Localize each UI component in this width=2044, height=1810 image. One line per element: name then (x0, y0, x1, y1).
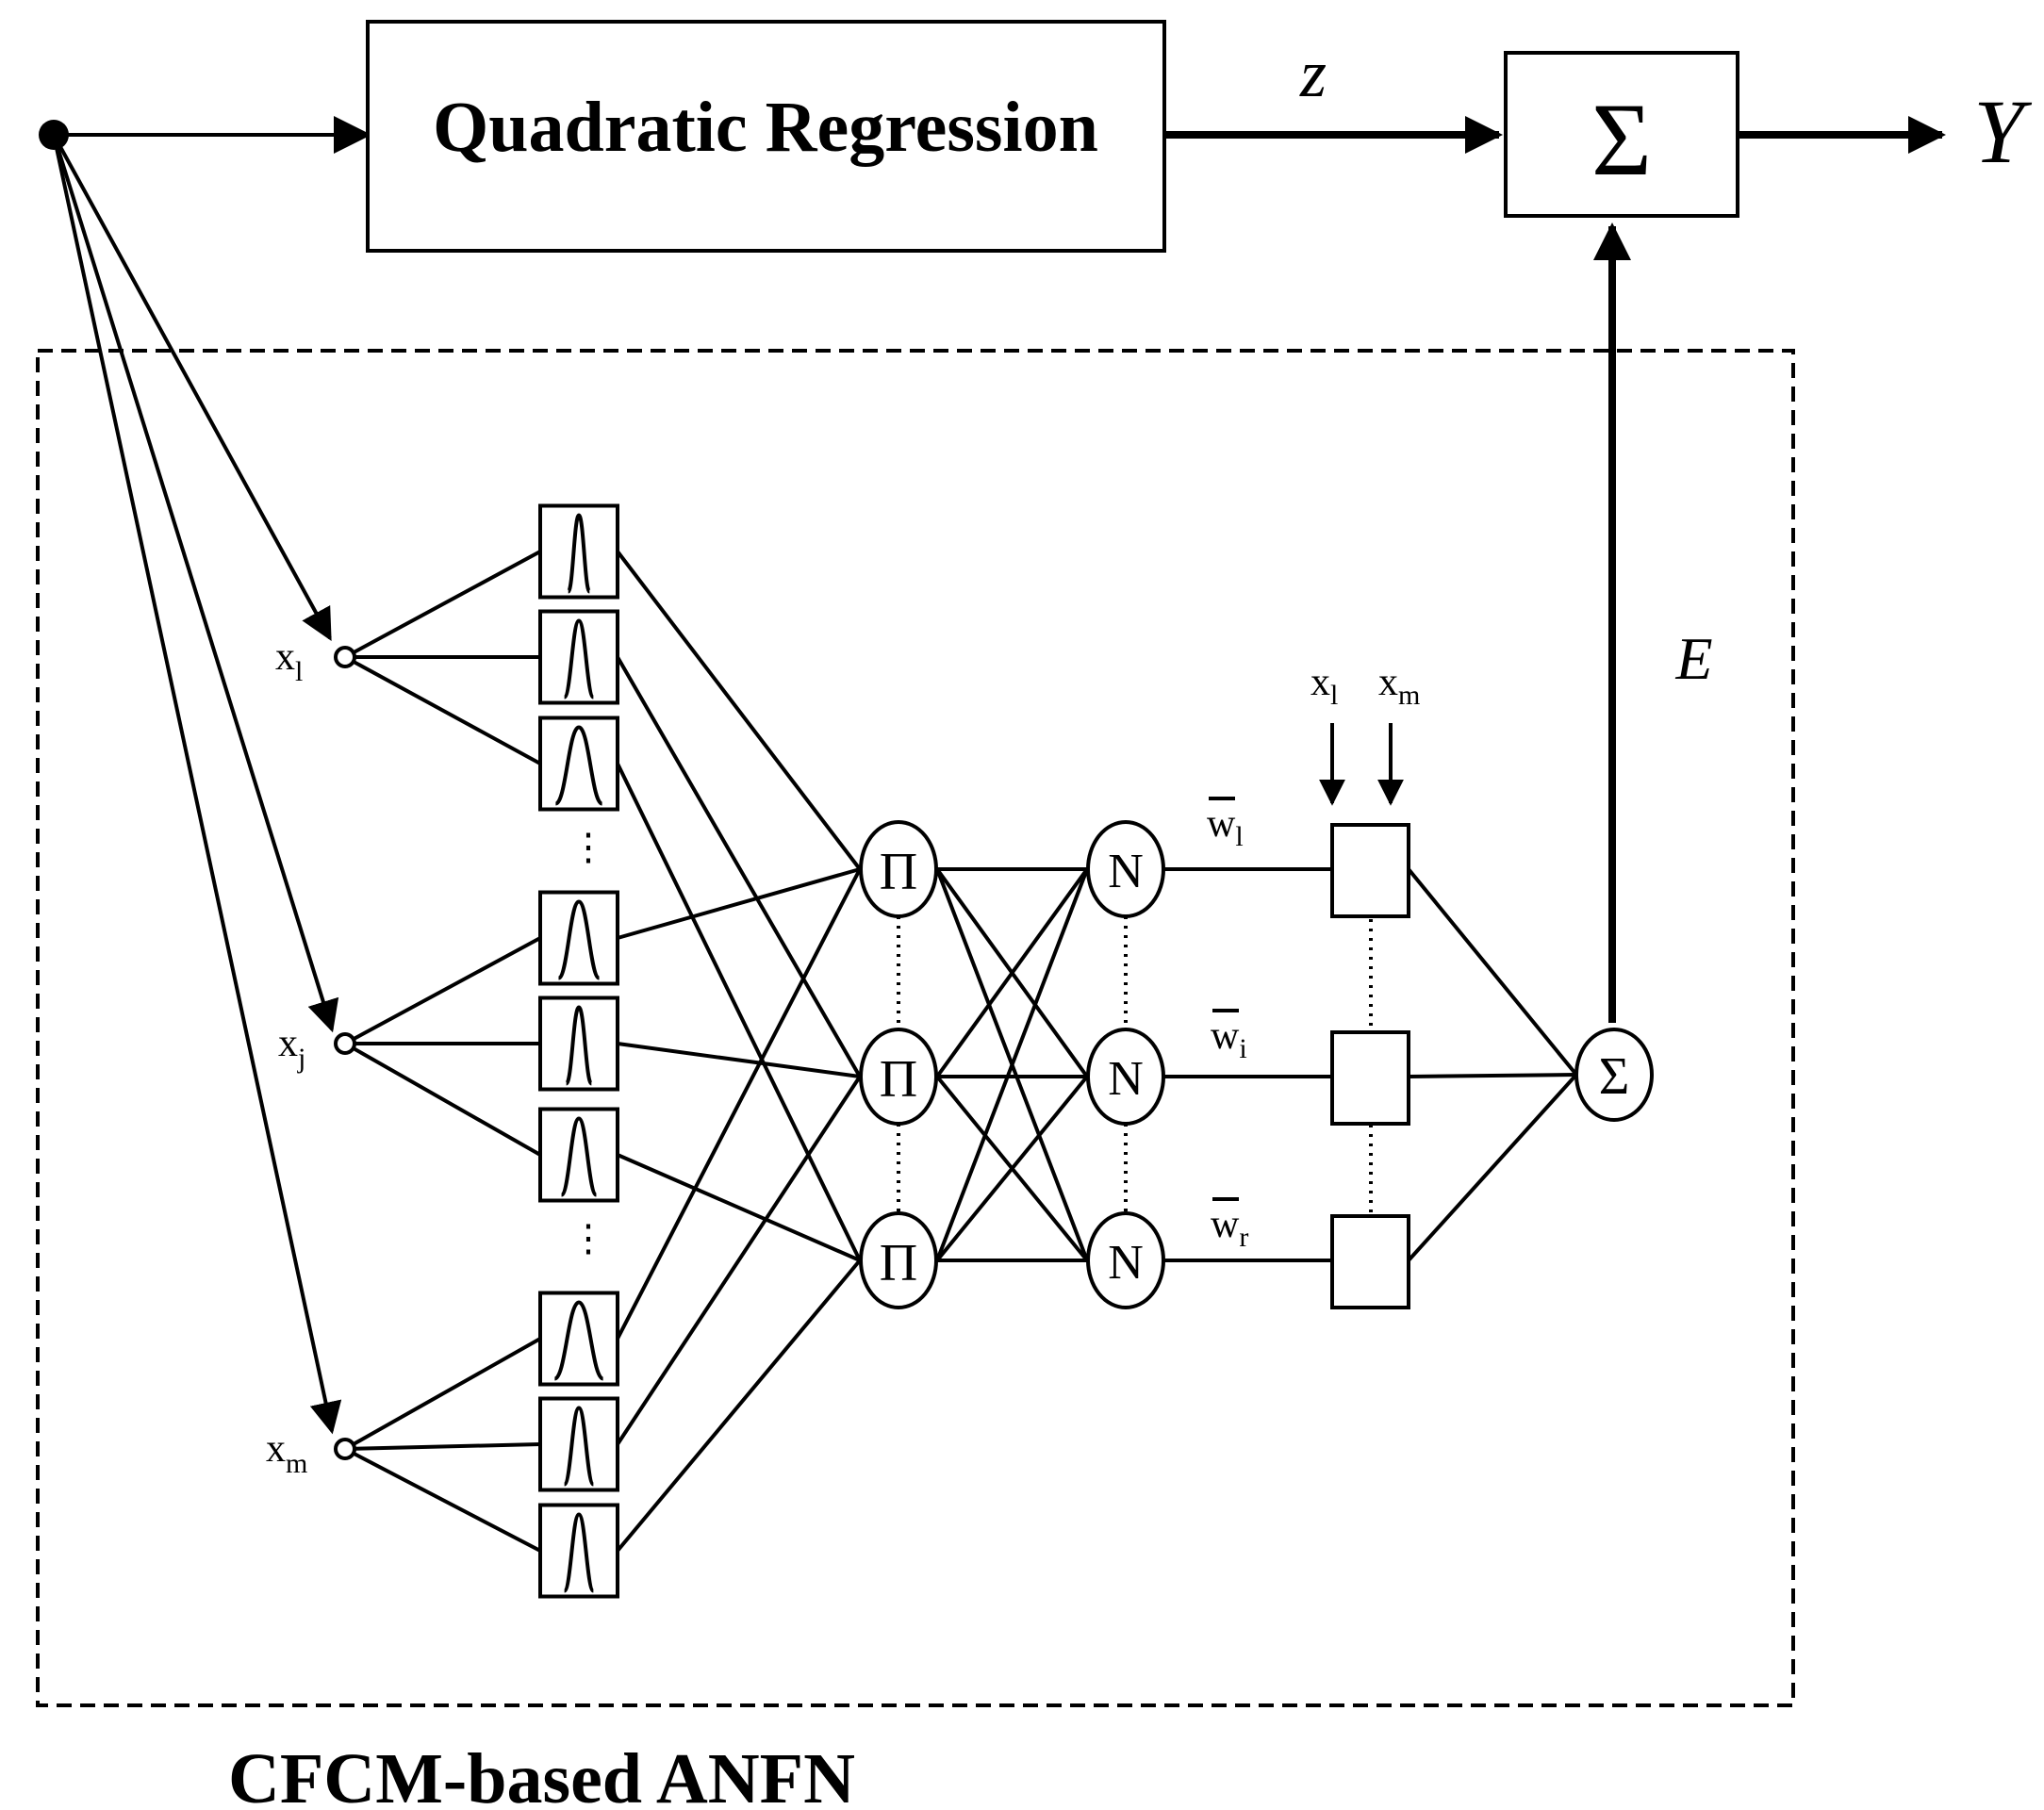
svg-text:wr: wr (1211, 1203, 1248, 1253)
z-label: z (1299, 36, 1327, 111)
membership-function-boxes (538, 503, 619, 1599)
input-node-x1 (334, 646, 356, 668)
membership-box-2 (538, 609, 619, 705)
membership-box-6 (538, 1107, 619, 1203)
membership-box-9 (538, 1503, 619, 1599)
norm-symbol-3: N (1108, 1236, 1144, 1290)
norm-node-1 (1086, 820, 1165, 918)
membership-curve-1 (566, 513, 592, 594)
product-norm-links (935, 867, 1089, 1262)
rule-input-label-x1: xl (1310, 661, 1338, 711)
e-label: E (1674, 625, 1712, 692)
svg-text:wi: wi (1211, 1014, 1247, 1064)
membership-curve-6 (559, 1116, 599, 1197)
output-sum-symbol: Σ (1591, 82, 1652, 197)
membership-curve-2 (562, 618, 596, 699)
membership-curve-5 (564, 1005, 594, 1086)
membership-curve-9 (562, 1512, 596, 1593)
rule-box-3 (1330, 1214, 1410, 1309)
norm-node-2 (1086, 1028, 1165, 1126)
membership-box-1 (538, 503, 619, 600)
membership-box-8 (538, 1396, 619, 1492)
rule-input-label-xm: xm (1378, 661, 1420, 711)
membership-box-5 (538, 996, 619, 1092)
y-label: Y (1973, 81, 2032, 182)
membership-curve-3 (554, 725, 603, 806)
norm-rule-links (1164, 867, 1332, 1262)
membership-ellipsis-2: ⋮ (569, 1217, 607, 1259)
weight-label-wr: wr (1211, 1197, 1248, 1253)
membership-box-7 (538, 1291, 619, 1387)
membership-curve-4 (556, 899, 602, 980)
membership-box-4 (538, 890, 619, 986)
rule-box-1 (1330, 823, 1410, 918)
panel-label: CFCM-based ANFN (228, 1739, 855, 1810)
arrow-to-x1 (52, 134, 332, 641)
input-label-xm: xm (266, 1427, 307, 1479)
norm-symbol-1: N (1108, 845, 1144, 898)
input-membership-links (344, 550, 541, 1553)
product-symbol-3: Π (880, 1234, 917, 1292)
arrow-to-xj (52, 134, 339, 1033)
output-sum-box (1504, 51, 1739, 218)
product-symbol-2: Π (880, 1050, 917, 1109)
inner-sum-symbol: Σ (1599, 1047, 1630, 1106)
membership-product-links (616, 550, 862, 1553)
anfn-dashed-panel (36, 349, 1795, 1707)
quadratic-regression-box (366, 20, 1166, 253)
inner-sum-node (1574, 1028, 1654, 1122)
product-node-3 (859, 1211, 938, 1309)
product-symbol-1: Π (880, 843, 917, 901)
weight-label-wi: wi (1211, 1009, 1247, 1064)
quadratic-regression-label: Quadratic Regression (433, 88, 1098, 167)
input-node-xm (334, 1438, 356, 1460)
input-label-xj: xj (278, 1022, 305, 1074)
membership-ellipsis-1: ⋮ (569, 826, 607, 868)
rule-box-2 (1330, 1030, 1410, 1126)
membership-curve-8 (562, 1406, 596, 1487)
norm-symbol-2: N (1108, 1052, 1144, 1106)
input-label-x1: xl (275, 635, 303, 687)
product-node-2 (859, 1028, 938, 1126)
membership-curve-7 (553, 1300, 604, 1381)
weight-label-w1: wl (1207, 797, 1244, 852)
product-node-1 (859, 820, 938, 918)
svg-text:wl: wl (1207, 802, 1244, 852)
membership-box-3 (538, 716, 619, 812)
input-node-xj (334, 1032, 356, 1055)
norm-node-3 (1086, 1211, 1165, 1309)
rule-sum-links (1407, 867, 1578, 1262)
arrow-to-xm (52, 134, 342, 1435)
